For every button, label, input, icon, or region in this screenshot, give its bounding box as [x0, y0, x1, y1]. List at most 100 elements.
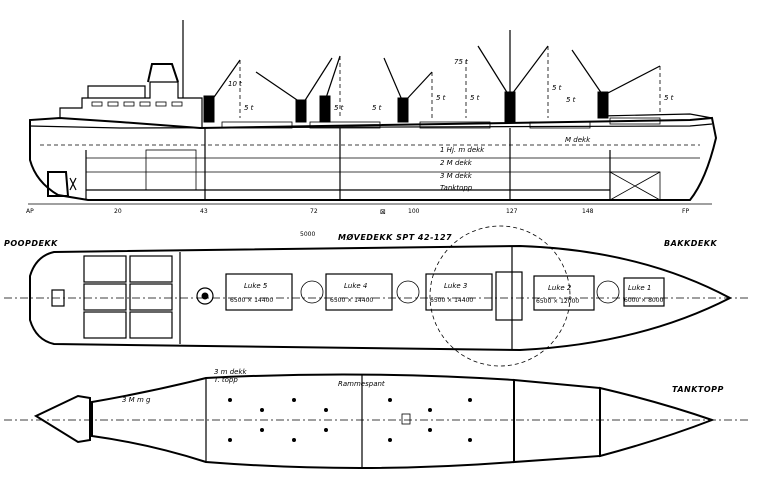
- tanktop-main: [91, 373, 515, 469]
- funnel: [147, 63, 179, 83]
- kingpost-2: [295, 99, 307, 123]
- deck-label-3: 3 M dekk: [440, 172, 473, 180]
- coaming-5: [221, 121, 293, 129]
- deck-plan: Luke 5 6500 × 14400 Luke 4 6500 × 14400 …: [4, 225, 748, 367]
- hatch-2-name: Luke 2: [548, 284, 572, 292]
- derrick-label-7: 75 t: [454, 58, 468, 66]
- sheer-line: [29, 123, 713, 129]
- tanktop-center-label: Rammespant: [338, 380, 385, 388]
- central-mast-house: [495, 271, 523, 321]
- derrick-4a: [383, 57, 403, 101]
- fore-peak-cross: [609, 171, 661, 201]
- frame-127: 127: [506, 208, 518, 215]
- deck-label-1: 1 Hj. m dekk: [440, 146, 485, 154]
- tanktop-title: TANKTOPP: [672, 385, 724, 394]
- hatch-3-name: Luke 3: [444, 282, 467, 290]
- aft-hatch: [51, 289, 65, 307]
- mast-aft: [196, 287, 214, 305]
- poop-deck-house: [59, 81, 203, 128]
- coaming-2: [529, 121, 591, 129]
- frame-72: 72: [310, 208, 318, 215]
- kingpost-1: [203, 95, 215, 123]
- hatch-4: Luke 4 6500 × 14400: [325, 273, 393, 311]
- tanktop-aft-peak: [33, 394, 91, 444]
- deck-label-2: 2 M dekk: [440, 159, 473, 167]
- forecastle-label: BAKKDEKK: [664, 239, 717, 248]
- cargo-gear: [203, 30, 661, 123]
- hatch-5-name: Luke 5: [244, 282, 268, 290]
- kingpost-3: [319, 95, 331, 123]
- tanktop-plan: Rammespant 3 m dekk T. topp 3 M m g TANK…: [4, 368, 748, 469]
- superstructure-windows: [91, 101, 183, 107]
- derrick-2b: [303, 57, 333, 103]
- tanktop-left-label: 3 M m g: [122, 396, 151, 404]
- deck-plan-title: MØVEDEKK SPT 42-127: [338, 232, 452, 242]
- coaming-4: [309, 121, 381, 129]
- side-elevation: 10 t 5 t 5 t 5 t 5 t 5 t 75 t 5 t 5 t 5 …: [26, 20, 718, 216]
- propeller: [69, 177, 77, 191]
- derrick-labels: 10 t 5 t 5 t 5 t 5 t 5 t 75 t 5 t 5 t 5 …: [228, 58, 674, 112]
- engine-room: [145, 149, 197, 191]
- tanktop-fwd-1: [513, 378, 601, 464]
- poop-rooms: [83, 255, 173, 339]
- derrick-label-10: 5 t: [664, 94, 674, 102]
- hatch-2-size: 6500 × 12000: [536, 298, 579, 305]
- derrick-label-3: 5 t: [334, 104, 344, 112]
- kingpost-4: [397, 97, 409, 123]
- hatch-1: Luke 1 6000 × 8000: [623, 277, 665, 307]
- winch-1: [300, 280, 324, 304]
- rudder: [47, 171, 70, 197]
- coaming-1: [609, 117, 661, 125]
- derrick-label-4: 5 t: [372, 104, 382, 112]
- heavy-derrick-swing: [429, 225, 571, 367]
- hatch-3-size: 6500 × 14400: [430, 297, 473, 304]
- frame-fp: FP: [682, 208, 689, 215]
- derrick-label-1: 10 t: [228, 80, 242, 88]
- derrick-6b: [605, 65, 661, 95]
- derrick-label-6: 5 t: [470, 94, 480, 102]
- bridge-house: [87, 85, 146, 98]
- hull-outline: [29, 116, 718, 201]
- tanktop-top-label-2: T. topp: [214, 376, 238, 384]
- derrick-label-5: 5 t: [436, 94, 446, 102]
- derrick-2a: [255, 71, 301, 103]
- frame-20: 20: [114, 208, 122, 215]
- deck-label-4: Tanktopp: [440, 184, 473, 192]
- forecastle: [599, 113, 713, 119]
- center-mark: ⊠: [380, 208, 386, 216]
- tanktop-top-label-1: 3 m dekk: [214, 368, 248, 376]
- derrick-label-8: 5 t: [552, 84, 562, 92]
- hatch-3: Luke 3 6500 × 14400: [425, 273, 493, 311]
- derrick-1: [211, 59, 241, 101]
- deck-outline: [29, 244, 733, 352]
- fore-peak-box: [609, 171, 661, 201]
- coaming-3: [419, 121, 491, 129]
- upper-deck-label: M dekk: [565, 136, 591, 144]
- dimension-label: 5000: [300, 231, 315, 238]
- derrick-4b: [405, 71, 433, 101]
- hatch-4-name: Luke 4: [344, 282, 367, 290]
- kingpost-5: [504, 91, 516, 123]
- frame-100: 100: [408, 208, 420, 215]
- tanktop-manhole: [401, 413, 411, 425]
- derrick-label-2: 5 t: [244, 104, 254, 112]
- hatch-1-size: 6000 × 8000: [624, 297, 664, 304]
- derrick-label-9: 5 t: [566, 96, 576, 104]
- tanktop-rivets: [228, 398, 472, 442]
- derrick-6a: [571, 49, 603, 95]
- frame-148: 148: [582, 208, 594, 215]
- frame-ap: AP: [26, 208, 34, 215]
- derrick-3: [325, 55, 341, 99]
- hatch-1-name: Luke 1: [628, 284, 651, 292]
- kingpost-6: [597, 91, 609, 119]
- hatch-5-size: 6500 × 14400: [230, 297, 273, 304]
- heavy-derrick-b: [511, 45, 549, 95]
- winch-2: [396, 280, 420, 304]
- winch-3: [596, 280, 620, 304]
- heavy-derrick-a: [477, 45, 509, 95]
- tanktop-fwd-2: [599, 386, 715, 458]
- hatch-5: Luke 5 6500 × 14400: [225, 273, 293, 311]
- poop-deck-label: POOPDEKK: [4, 239, 58, 248]
